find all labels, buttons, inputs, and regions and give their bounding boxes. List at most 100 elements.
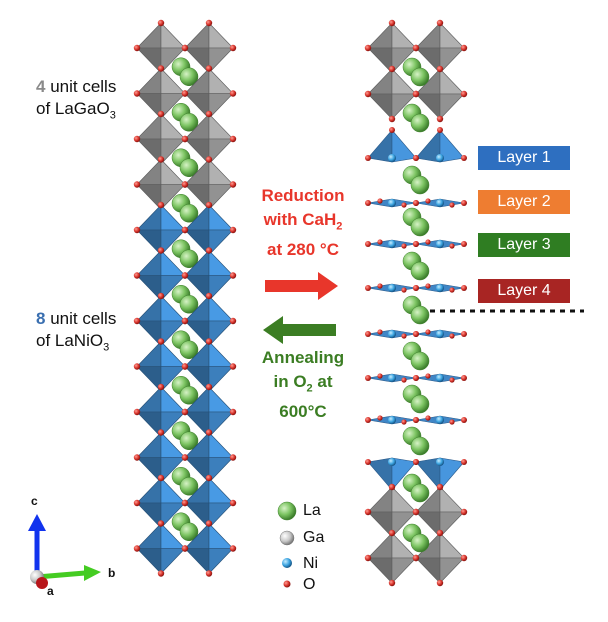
ga-octahedron-face: [391, 93, 417, 120]
oxygen-atom: [377, 329, 383, 335]
axis-b-label: b: [108, 566, 116, 580]
oxygen-atom: [436, 65, 444, 73]
right-structure-stack: [364, 19, 468, 587]
oxygen-atom: [365, 459, 371, 465]
ga-octahedron-face: [439, 511, 465, 538]
ga-octahedron-face: [367, 22, 393, 49]
ni-octahedron-face: [136, 522, 162, 549]
ni-octahedron-face: [208, 249, 234, 276]
lagao3-line2: of LaGaO: [36, 99, 110, 118]
ni-pyramid-face: [391, 129, 417, 163]
oxygen-atom: [377, 239, 383, 245]
oxygen-atom: [181, 454, 189, 461]
oxygen-atom: [205, 156, 213, 163]
oxygen-atom: [365, 241, 371, 247]
oxygen-atom: [133, 454, 141, 461]
nickel-atom: [436, 154, 444, 162]
lagao3-label: 4 unit cells of LaGaO3: [36, 76, 116, 126]
oxygen-atom: [365, 331, 371, 337]
ni-octahedron-face: [208, 229, 234, 256]
oxygen-atom: [449, 333, 455, 339]
ni-octahedron-face: [208, 386, 234, 413]
lanthanum-atom: [179, 340, 199, 359]
ga-octahedron-face: [160, 47, 186, 74]
ga-octahedron-face: [136, 184, 162, 211]
oxygen-atom: [133, 44, 141, 52]
ni-octahedron-face: [160, 275, 186, 302]
ga-octahedron-face: [184, 22, 210, 49]
ga-octahedron-face: [160, 22, 186, 49]
lanthanum-atom: [179, 522, 199, 541]
reduction-text: Reduction with CaH2 at 280 °C: [248, 184, 358, 262]
oxygen-atom: [388, 579, 396, 587]
layer-3-box: Layer 3: [478, 233, 570, 257]
oxygen-atom: [401, 287, 407, 293]
oxygen-atom: [413, 285, 419, 291]
lanthanum-atom: [410, 217, 430, 237]
legend-la-label: La: [303, 502, 321, 519]
oxygen-atom: [364, 554, 372, 562]
annealing-subscript: 2: [306, 382, 313, 395]
ga-octahedron-face: [391, 47, 417, 74]
ni-octahedron-face: [160, 411, 186, 438]
oxygen-atom: [389, 127, 395, 133]
oxygen-atom: [377, 373, 383, 379]
oxygen-atom: [461, 331, 467, 337]
lanthanum-atom: [179, 431, 199, 450]
nickel-atom: [388, 416, 396, 424]
oxygen-atom: [157, 570, 165, 577]
ni-octahedron-face: [208, 275, 234, 302]
oxygen-atom: [413, 200, 419, 206]
lanthanum-atom: [410, 113, 430, 133]
oxygen-atom: [364, 44, 372, 52]
oxygen-atom: [401, 419, 407, 425]
oxygen-atom: [133, 135, 141, 143]
oxygen-atom: [425, 329, 431, 335]
ni-octahedron-face: [160, 502, 186, 529]
oxygen-atom: [205, 247, 213, 254]
oxygen-atom: [229, 454, 237, 461]
o-atom-icon: [283, 580, 291, 588]
ni-octahedron-face: [208, 366, 234, 393]
oxygen-atom: [181, 317, 189, 325]
oxygen-atom: [461, 459, 467, 465]
ga-octahedron-face: [136, 158, 162, 185]
oxygen-atom: [205, 201, 213, 209]
ni-atom-icon: [282, 558, 292, 568]
oxygen-atom: [436, 115, 444, 123]
ni-octahedron-face: [208, 204, 234, 231]
ni-octahedron-face: [136, 477, 162, 504]
nickel-atom: [388, 374, 396, 382]
oxygen-atom: [413, 155, 419, 161]
ga-octahedron-face: [136, 113, 162, 140]
oxygen-atom: [157, 19, 165, 27]
oxygen-atom: [412, 554, 420, 562]
oxygen-atom: [205, 520, 213, 527]
lanthanum-atom: [410, 261, 430, 281]
legend-ni-label: Ni: [303, 555, 319, 572]
ga-octahedron-face: [391, 557, 417, 584]
oxygen-atom: [436, 579, 444, 587]
lanio3-line2: of LaNiO: [36, 331, 104, 350]
oxygen-atom: [205, 292, 213, 300]
lanthanum-atom: [410, 305, 430, 325]
oxygen-atom: [449, 287, 455, 293]
ni-octahedron-face: [136, 204, 162, 231]
oxygen-atom: [425, 373, 431, 379]
layer-2-box: Layer 2: [478, 190, 570, 214]
ni-octahedron-face: [136, 502, 162, 529]
oxygen-atom: [388, 115, 396, 123]
ga-octahedron-face: [367, 532, 393, 559]
oxygen-atom: [133, 317, 141, 325]
oxygen-atom: [413, 375, 419, 381]
oxygen-atom: [377, 283, 383, 289]
ga-octahedron-face: [208, 138, 234, 165]
nickel-atom: [388, 240, 396, 248]
ni-pyramid-face: [439, 129, 465, 163]
oxygen-atom: [229, 44, 237, 52]
ga-octahedron-face: [208, 22, 234, 49]
oxygen-atom: [133, 545, 141, 552]
ni-octahedron-face: [136, 457, 162, 484]
lagao3-line1: unit cells: [45, 77, 117, 96]
ga-octahedron-face: [415, 22, 441, 49]
